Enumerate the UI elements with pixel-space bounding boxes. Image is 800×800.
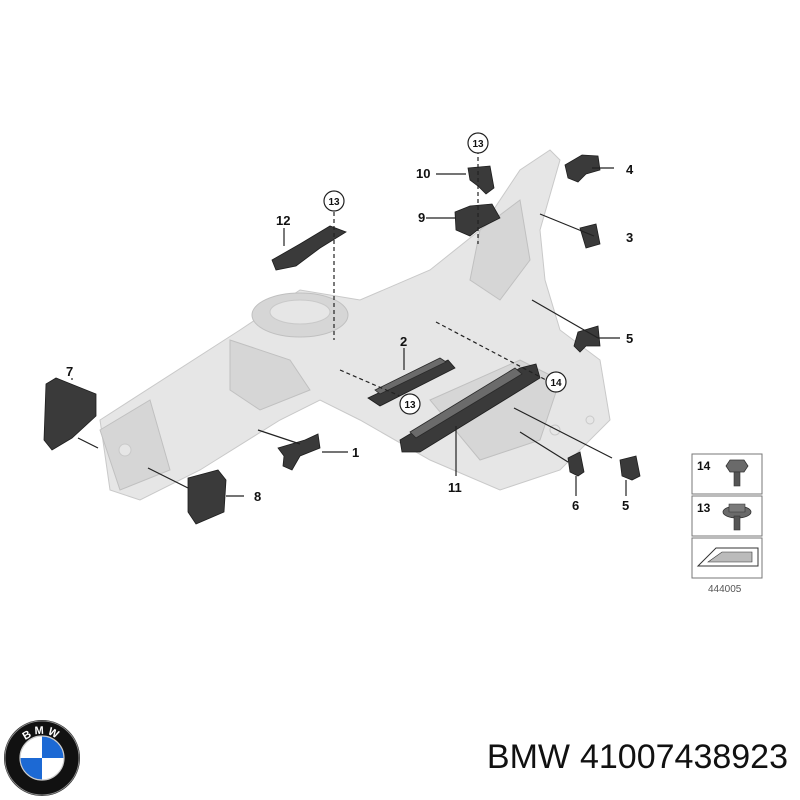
callouts: 1 2 3 4 5 5 6 7 8 9 10 11 12 13 13 13 14 xyxy=(66,132,634,513)
callout-13-circle-a: 13 xyxy=(328,197,340,208)
callout-4: 4 xyxy=(626,162,634,177)
part-5-lower-bracket xyxy=(619,455,641,481)
logo-lettering: BMW xyxy=(20,725,63,743)
part-3-clip xyxy=(579,223,601,249)
fastener-legend: 14 13 444005 xyxy=(691,453,763,595)
callout-12: 12 xyxy=(276,213,290,228)
callout-11: 11 xyxy=(448,480,462,495)
callout-10: 10 xyxy=(416,166,430,181)
part-6-bracket xyxy=(567,451,585,477)
callout-3: 3 xyxy=(626,230,633,245)
callout-9: 9 xyxy=(418,210,425,225)
part-12-bracket xyxy=(271,225,347,271)
part-11-rail xyxy=(399,363,541,453)
part-1-bracket xyxy=(277,433,321,471)
callout-13-circle-c: 13 xyxy=(404,400,416,411)
hex-bolt-icon xyxy=(725,459,749,487)
callout-6: 6 xyxy=(572,498,579,513)
part-4-bracket xyxy=(564,154,601,183)
part-10-bracket xyxy=(467,165,495,195)
reference-arrow-icon xyxy=(696,547,759,567)
flange-bolt-icon xyxy=(722,503,752,531)
brand-name: BMW xyxy=(486,738,570,776)
callout-1: 1 xyxy=(352,445,359,460)
legend-item-14-label: 14 xyxy=(697,459,711,473)
callout-8: 8 xyxy=(254,489,261,504)
part-number: 41007438923 xyxy=(579,738,788,776)
part-8-plate xyxy=(187,469,227,525)
bmw-logo: BMW xyxy=(4,720,80,796)
leader-lines xyxy=(71,150,627,497)
callout-5-upper: 5 xyxy=(626,331,633,346)
part-5-upper-bracket xyxy=(573,325,601,353)
part-2-bracket xyxy=(367,357,456,407)
callout-7: 7 xyxy=(66,364,73,379)
callout-2: 2 xyxy=(400,334,407,349)
callout-5-lower: 5 xyxy=(622,498,629,513)
legend-item-13-label: 13 xyxy=(697,501,711,515)
part-7-plate xyxy=(43,377,97,451)
callout-14-circle: 14 xyxy=(550,378,562,389)
diagram-code: 444005 xyxy=(708,584,742,595)
callout-13-circle-b: 13 xyxy=(472,139,484,150)
